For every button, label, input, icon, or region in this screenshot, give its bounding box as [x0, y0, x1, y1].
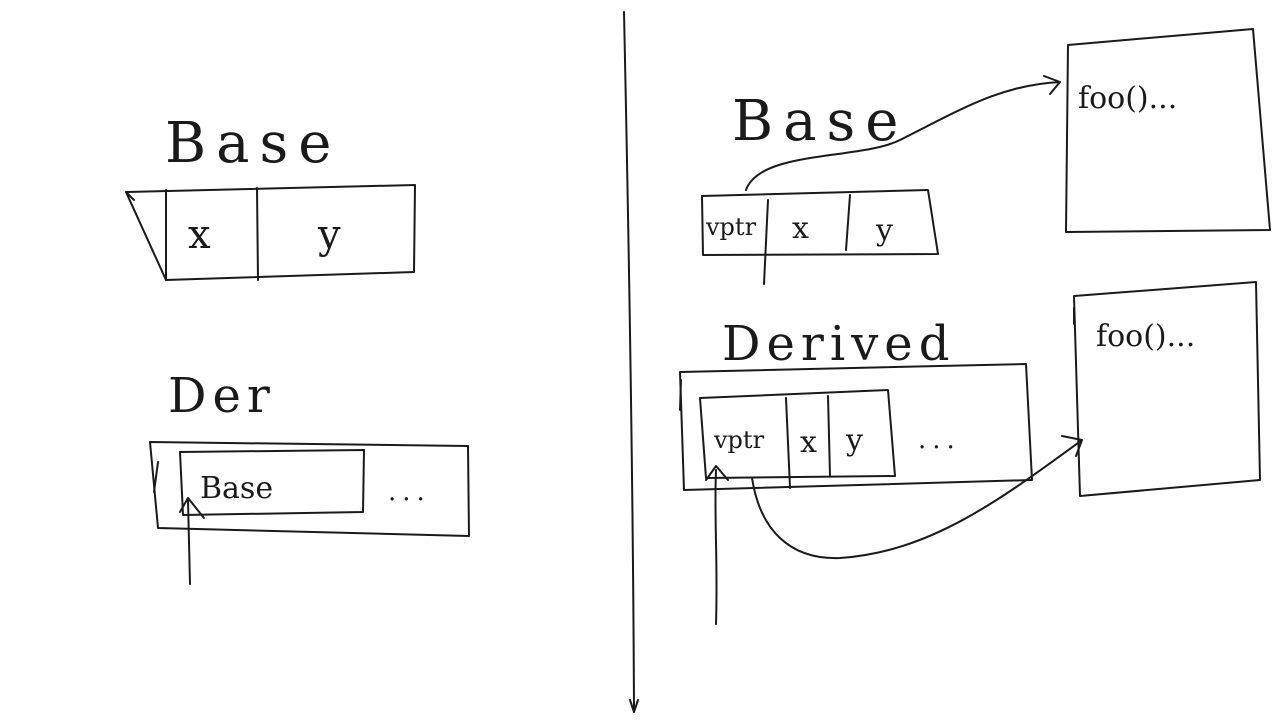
right-base-cell-vptr: vptr	[705, 213, 757, 241]
right-derived-ellipsis: ...	[918, 425, 961, 455]
divider-line	[623, 11, 635, 713]
left-base-cell-x: x	[188, 212, 211, 258]
left-derived-pointer-arrow	[179, 497, 205, 585]
left-base-cell-y: y	[317, 212, 341, 258]
left-derived-ellipsis: ...	[388, 477, 431, 507]
right-derived-vtable-entry: foo()...	[1096, 319, 1195, 354]
left-derived-box	[149, 441, 470, 537]
right-derived-cell-y: y	[845, 423, 863, 458]
right-base-cell-y: y	[875, 213, 893, 248]
right-base-vtable	[1065, 28, 1271, 233]
right-derived-box	[679, 363, 1033, 491]
right-derived-vtable	[1073, 281, 1261, 497]
right-derived-cell-vptr: vptr	[713, 426, 765, 454]
left-derived-label: Der	[168, 368, 276, 424]
divider-arrow-tip	[629, 699, 639, 713]
right-derived-label: Derived	[722, 316, 955, 372]
right-base-vptr-arrow	[745, 75, 1061, 191]
right-base-label: Base	[732, 89, 908, 154]
right-derived-pointer-arrow	[705, 465, 729, 625]
right-base-cell-x: x	[792, 211, 809, 246]
left-base-box	[125, 184, 416, 281]
right-derived-vptr-arrow	[751, 435, 1083, 560]
right-base-box	[701, 189, 939, 285]
left-base-label: Base	[165, 111, 341, 176]
right-base-vtable-entry: foo()...	[1078, 81, 1177, 116]
right-derived-cell-x: x	[800, 425, 817, 460]
left-derived-inner-base: Base	[200, 471, 273, 506]
